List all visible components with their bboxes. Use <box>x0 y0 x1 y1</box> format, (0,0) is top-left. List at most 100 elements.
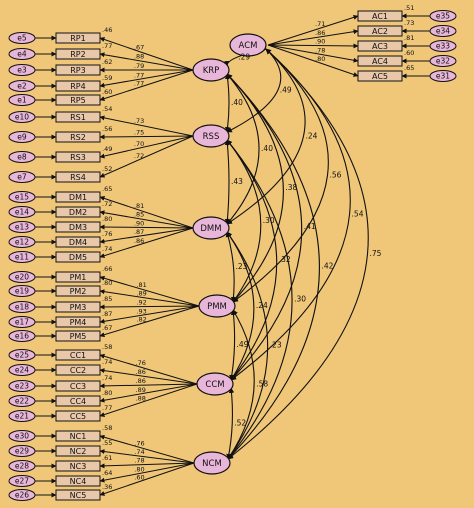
covariance-arc <box>227 48 369 460</box>
r-squared-label: .74 <box>102 245 112 253</box>
error-node <box>8 460 36 472</box>
indicator-box <box>55 285 101 297</box>
loading-path <box>267 44 359 63</box>
latent-label: ACM <box>239 41 258 51</box>
error-label: e2 <box>17 82 27 91</box>
correlation-label: .41 <box>304 222 316 231</box>
loading-path <box>99 69 194 88</box>
indicator-label: CC4 <box>70 397 86 406</box>
error-node <box>429 70 457 82</box>
r-squared-label: .80 <box>102 389 112 397</box>
error-label: e20 <box>15 273 29 282</box>
loading-path <box>99 135 194 159</box>
covariance-arc <box>226 73 303 381</box>
loading-label: .90 <box>315 38 325 46</box>
r-squared-label: .81 <box>404 34 414 42</box>
covariance-arc <box>227 309 255 460</box>
error-node <box>8 236 36 248</box>
error-label: e15 <box>15 193 29 202</box>
error-node <box>8 395 36 407</box>
correlation-label: .30 <box>263 216 275 225</box>
error-node <box>8 32 36 44</box>
correlation-label: .40 <box>261 144 273 153</box>
error-label: e11 <box>15 253 29 262</box>
covariance-arc <box>226 73 320 460</box>
error-node <box>8 349 36 361</box>
loading-path <box>99 210 194 229</box>
loading-label: .79 <box>134 62 144 70</box>
error-label: e12 <box>15 238 29 247</box>
indicator-label: CC3 <box>70 382 86 391</box>
indicator-label: CC5 <box>70 412 86 421</box>
error-node <box>8 80 36 92</box>
error-label: e13 <box>15 223 29 232</box>
loading-path <box>99 224 194 230</box>
error-node <box>8 191 36 203</box>
loading-path <box>99 434 195 464</box>
error-label: e4 <box>17 50 27 59</box>
indicator-label: NC1 <box>70 432 87 441</box>
correlation-label: .52 <box>234 419 246 428</box>
indicator-box <box>357 40 403 52</box>
error-node <box>429 40 457 52</box>
error-label: e19 <box>15 287 29 296</box>
error-label: e33 <box>436 42 450 51</box>
latent-node <box>192 124 230 148</box>
latent-label: CCM <box>205 380 224 390</box>
indicator-label: NC3 <box>70 462 87 471</box>
correlation-label: .24 <box>305 132 317 141</box>
error-node <box>8 316 36 328</box>
error-node <box>8 285 36 297</box>
correlation-label: .42 <box>321 262 333 271</box>
indicator-box <box>55 395 101 407</box>
latent-node <box>196 372 234 396</box>
covariance-arc <box>226 139 293 460</box>
indicator-box <box>357 70 403 82</box>
indicator-label: DM2 <box>69 208 87 217</box>
indicator-box <box>55 445 101 457</box>
loading-label: .74 <box>134 448 144 456</box>
r-squared-label: .58 <box>102 343 112 351</box>
error-node <box>8 380 36 392</box>
indicator-box <box>55 236 101 248</box>
covariance-arc <box>229 309 237 381</box>
indicator-label: NC2 <box>70 447 87 456</box>
loading-label: .82 <box>136 315 146 323</box>
indicator-label: DM1 <box>69 193 87 202</box>
error-node <box>429 10 457 22</box>
indicator-label: RP2 <box>70 50 85 59</box>
indicator-box <box>55 171 101 183</box>
r-squared-label: .87 <box>102 310 112 318</box>
loading-path <box>99 462 195 496</box>
loading-path <box>99 383 198 389</box>
error-label: e24 <box>15 366 29 375</box>
loading-label: .85 <box>134 211 144 219</box>
indicator-label: CC1 <box>70 351 86 360</box>
error-label: e34 <box>436 27 450 36</box>
indicator-box <box>55 64 101 76</box>
error-node <box>8 48 36 60</box>
loading-label: .77 <box>134 79 144 87</box>
loading-label: .89 <box>136 386 146 394</box>
r-squared-label: .55 <box>102 439 112 447</box>
loading-label: .86 <box>315 29 325 37</box>
error-node <box>429 55 457 67</box>
indicator-label: PM5 <box>70 332 87 341</box>
latent-node <box>192 216 230 240</box>
r-squared-label: .49 <box>102 145 112 153</box>
indicator-box <box>55 32 101 44</box>
r-squared-label: .60 <box>404 49 414 57</box>
indicator-box <box>55 151 101 163</box>
r-squared-label: .56 <box>102 125 112 133</box>
error-label: e14 <box>15 208 29 217</box>
loading-label: .76 <box>134 439 144 447</box>
loading-path <box>99 449 195 464</box>
loading-label: .75 <box>134 129 144 137</box>
loading-path <box>99 305 200 324</box>
latent-label: KRP <box>203 66 220 76</box>
error-node <box>8 151 36 163</box>
indicator-box <box>55 48 101 60</box>
error-node <box>8 251 36 263</box>
error-label: e7 <box>17 173 27 182</box>
